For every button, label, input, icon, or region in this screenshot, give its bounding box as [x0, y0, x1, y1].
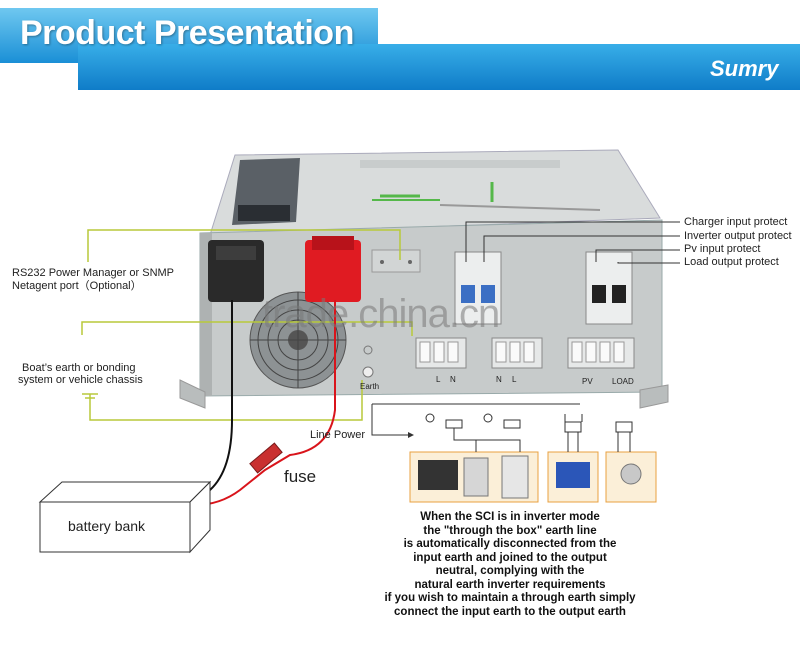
battery-bank-label: battery bank — [68, 518, 146, 534]
fuse-label: fuse — [284, 467, 317, 486]
red-battery-cable — [194, 300, 336, 506]
pv-input-protect-label: Pv input protect — [684, 243, 761, 255]
boat-earth-label-line1: Boat’s earth or bonding — [22, 362, 136, 374]
output-l-label: L — [512, 375, 517, 384]
input-n-label: N — [450, 375, 456, 384]
earth-note: When the SCI is in inverter mode the "th… — [360, 511, 660, 619]
charger-input-protect-label: Charger input protect — [684, 216, 788, 228]
page-title: Product Presentation — [20, 14, 354, 52]
load-terminal-label: LOAD — [612, 377, 634, 386]
load-output-protect-label: Load output protect — [684, 256, 779, 268]
note-line: connect the input earth to the output ea… — [394, 605, 626, 618]
header-banner: Product Presentation Sumry — [0, 0, 800, 92]
rs232-label-line1: RS232 Power Manager or SNMP — [12, 267, 175, 279]
inverter-output-protect-label: Inverter output protect — [684, 230, 792, 242]
input-l-label: L — [436, 375, 441, 384]
note-line: the "through the box" earth line — [423, 524, 597, 537]
brand-logo: Sumry — [710, 56, 779, 81]
boat-earth-label-line2: system or vehicle chassis — [18, 374, 143, 386]
note-line: natural earth inverter requirements — [414, 578, 606, 591]
positive-terminal — [305, 240, 361, 302]
rs232-label-line2: Netagent port（Optional） — [12, 280, 142, 292]
output-n-label: N — [496, 375, 502, 384]
watermark: trade.china.cn — [262, 292, 500, 336]
black-battery-cable — [189, 300, 233, 501]
inverter-top-face — [209, 149, 661, 236]
line-power-label: Line Power — [310, 429, 366, 441]
note-line: input earth and joined to the output — [413, 551, 607, 564]
banner-strip — [78, 44, 800, 90]
battery-box — [39, 501, 191, 553]
note-line: When the SCI is in inverter mode — [420, 511, 600, 523]
earth-screw — [362, 366, 374, 378]
note-line: is automatically disconnected from the — [403, 538, 617, 550]
earth-label: Earth — [360, 382, 380, 391]
note-line: neutral, complying with the — [435, 565, 585, 577]
fuse-holder — [249, 442, 283, 474]
pv-terminal-label: PV — [582, 377, 593, 386]
note-line: if you wish to maintain a through earth … — [384, 592, 636, 604]
